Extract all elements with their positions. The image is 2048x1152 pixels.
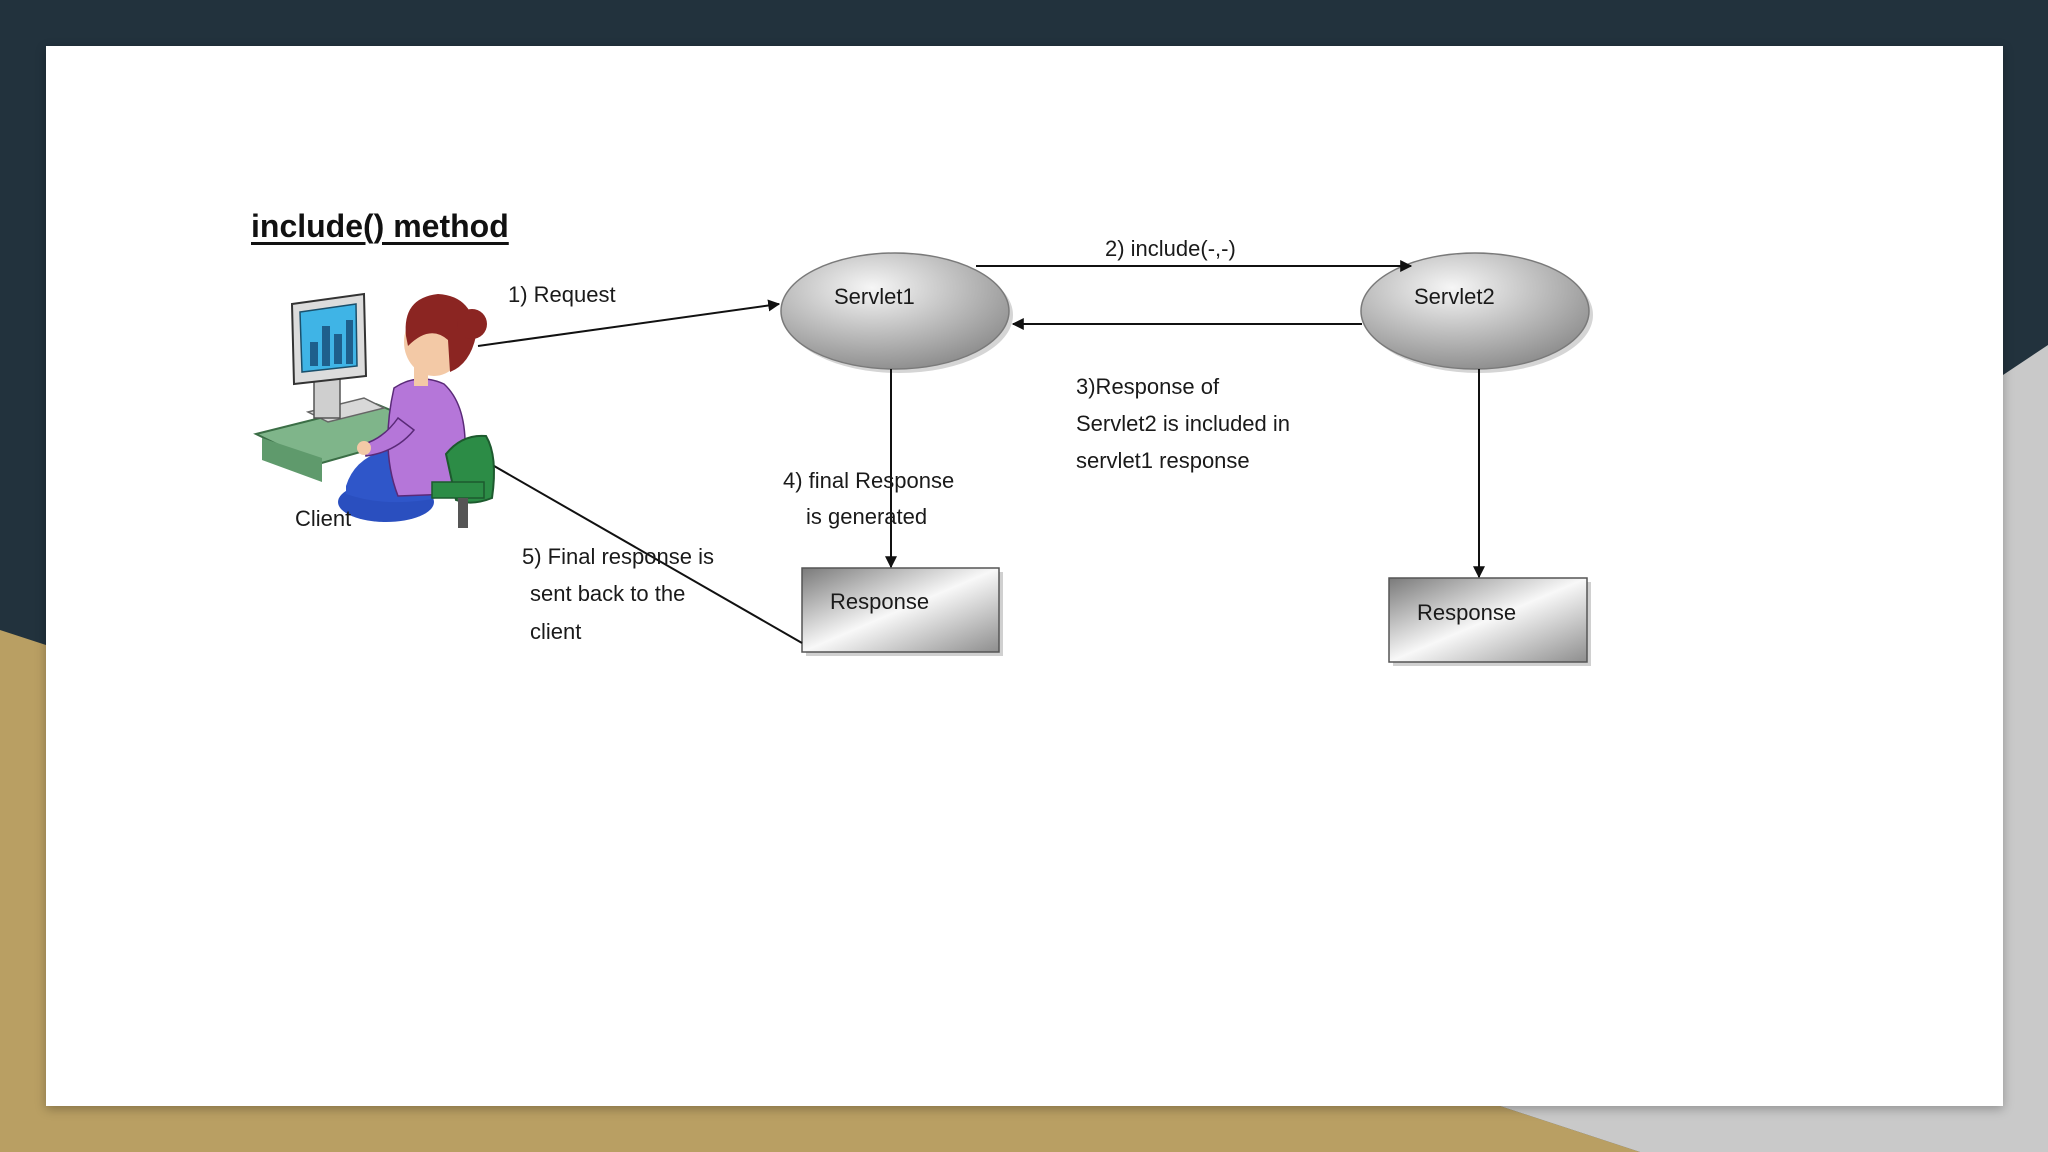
- response1-box: [801, 567, 1000, 653]
- servlet2-label: Servlet2: [1414, 284, 1495, 309]
- final-generated-label-line2: is generated: [806, 504, 928, 529]
- response1-label: Response: [830, 589, 930, 614]
- servlet1-node: [780, 252, 1010, 370]
- sent-back-arrow: [466, 450, 803, 644]
- diagram-title: include() method: [251, 208, 509, 244]
- slide: include() method Client Servlet1 Servlet…: [46, 46, 2003, 1106]
- response2-label: Response: [1417, 600, 1517, 625]
- include-label: 2) include(-,-): [1105, 236, 1236, 261]
- included-response-label-line1: 3)Response of: [1076, 374, 1220, 399]
- sent-back-label-line2: sent back to the: [530, 581, 686, 606]
- servlet1-label: Servlet1: [834, 284, 915, 309]
- sent-back-label-line1: 5) Final response is: [522, 544, 714, 569]
- included-response-label-line2: Servlet2 is included in: [1076, 411, 1291, 436]
- final-generated-label-line1: 4) final Response: [783, 468, 955, 493]
- response2-box: [1388, 577, 1588, 663]
- sent-back-label-line3: client: [530, 619, 582, 644]
- request-label: 1) Request: [508, 282, 616, 307]
- client-label: Client: [295, 506, 352, 531]
- request-arrow: [477, 299, 781, 347]
- include-method-diagram: [253, 252, 1593, 666]
- servlet2-node: [1360, 252, 1590, 370]
- client-computer-illustration: [253, 292, 495, 528]
- included-response-label-line3: servlet1 response: [1076, 448, 1250, 473]
